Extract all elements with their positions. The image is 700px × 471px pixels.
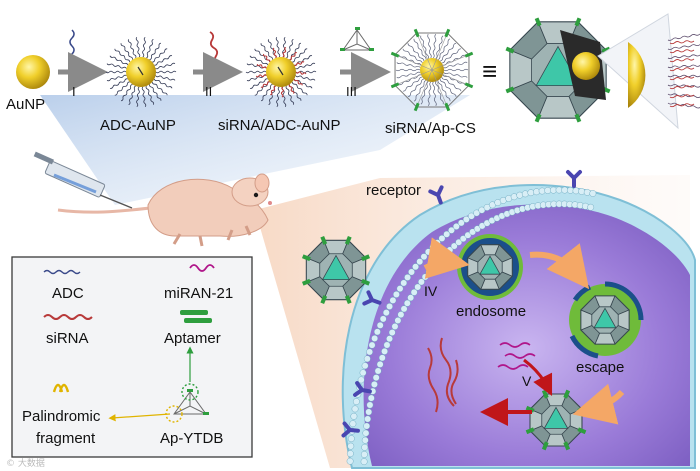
aunp-particle [16,55,50,89]
sirna-adc-aunp-label: siRNA/ADC-AuNP [218,117,341,134]
adc-aunp-label: ADC-AuNP [100,117,176,134]
equivalence-symbol: ≡ [482,56,497,86]
cage-nanostructure-large [505,17,610,122]
legend-box: ADC miRAN-21 siRNA Aptamer Palindromic f… [12,257,252,457]
escape-endosome [569,284,641,356]
ytdb-cage-icon [340,27,374,51]
step-iii-label: III [346,84,357,99]
aunp-label: AuNP [6,96,45,113]
step-v-label: V [522,373,532,389]
step-iv-label: IV [424,283,438,299]
sirna-ap-cs-label: siRNA/Ap-CS [385,120,476,137]
escape-label: escape [576,359,624,376]
legend-adc-label: ADC [52,285,84,302]
step-ii-label: II [205,84,212,99]
legend-mirna-label: miRAN-21 [164,285,233,302]
legend-palindromic-label-2: fragment [36,430,96,447]
sirna-strand-icon [210,32,218,64]
magnified-core-wedge [598,14,700,128]
step-i-label: I [72,84,76,99]
legend-ap-ytdb-label: Ap-YTDB [160,430,223,447]
endosome [457,234,523,300]
endosome-label: endosome [456,303,526,320]
watermark: © 大数据 [6,457,45,469]
legend-sirna-label: siRNA [46,330,89,347]
receptor-label: receptor [366,182,421,199]
legend-aptamer-label: Aptamer [164,330,221,347]
adc-strand-icon [70,30,74,62]
legend-palindromic-label-1: Palindromic [22,408,101,425]
